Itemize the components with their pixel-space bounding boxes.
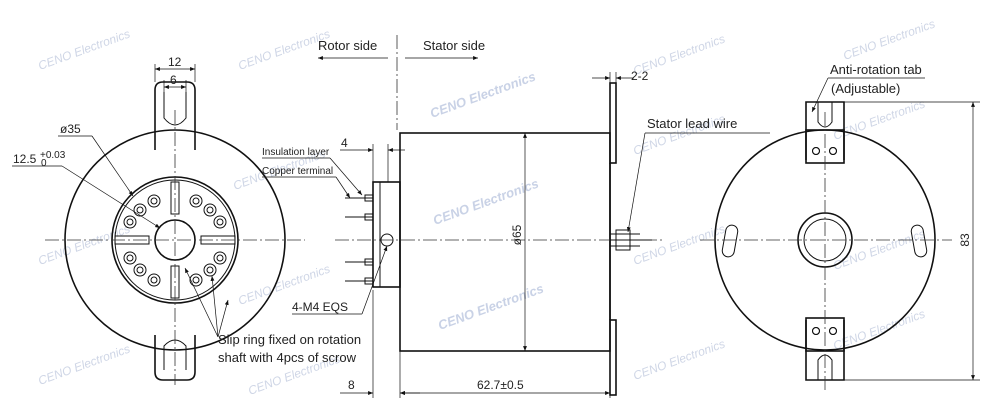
rotor-front-view: 12 6 ø35 12.5 +0.03 0 Slip ring fixed on… — [12, 55, 361, 385]
dim-6-label: 6 — [170, 73, 177, 87]
watermark-text: CENO Electronics — [36, 27, 132, 73]
dim-d35-label: ø35 — [60, 122, 81, 136]
watermark-text: CENO Electronics — [831, 307, 927, 353]
stator-rear-view: Anti-rotation tab (Adjustable) 83 — [700, 62, 980, 390]
watermark-text: CENO Electronics — [436, 281, 546, 333]
dim-12-label: 12 — [168, 55, 182, 69]
dim-4-label: 4 — [341, 136, 348, 150]
watermark-text: CENO Electronics — [36, 222, 132, 268]
adjustable-label: (Adjustable) — [831, 81, 900, 96]
stator-lead-wires — [610, 229, 652, 251]
slip-ring-note-line2: shaft with 4pcs of scrow — [218, 350, 357, 365]
watermark-text: CENO Electronics — [428, 69, 538, 121]
side-view: Rotor side Stator side Insulation layer … — [262, 35, 770, 398]
stator-side-label: Stator side — [423, 38, 485, 53]
terminal-group — [123, 194, 227, 287]
watermark-text: CENO Electronics — [831, 97, 927, 143]
dim-bore-tol-lower: 0 — [41, 158, 47, 169]
screws-label: 4-M4 EQS — [292, 300, 348, 314]
dim-8-label: 8 — [348, 378, 355, 392]
watermark-text: CENO Electronics — [841, 17, 937, 63]
watermark-text: CENO Electronics — [631, 337, 727, 383]
stator-lead-wire-label: Stator lead wire — [647, 116, 737, 131]
dim-bore-tol-upper: +0.03 — [40, 150, 66, 161]
rotor-side-label: Rotor side — [318, 38, 377, 53]
slip-ring-note-line1: Slip ring fixed on rotation — [218, 332, 361, 347]
watermark-text: CENO Electronics — [431, 176, 541, 228]
dim-83-label: 83 — [958, 233, 972, 247]
dim-62-7-label: 62.7±0.5 — [477, 378, 524, 392]
rotor-pins — [345, 194, 374, 285]
dim-2-2-label: 2-2 — [631, 69, 649, 83]
anti-rotation-tab-label: Anti-rotation tab — [830, 62, 922, 77]
copper-terminal-label: Copper terminal — [262, 166, 333, 177]
insulation-layer-label: Insulation layer — [262, 147, 330, 158]
watermark-text: CENO Electronics — [36, 342, 132, 388]
watermark-text: CENO Electronics — [831, 227, 927, 273]
dim-d65-label: ø65 — [510, 224, 524, 245]
dim-bore-label: 12.5 — [13, 152, 37, 166]
watermark-text: CENO Electronics — [631, 222, 727, 268]
